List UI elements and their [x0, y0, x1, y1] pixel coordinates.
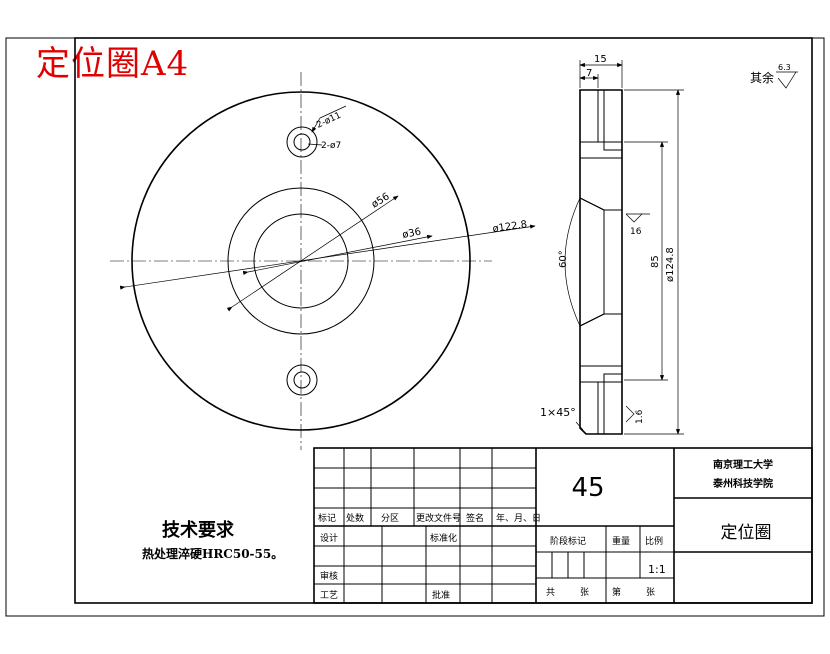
roughness-note: 其余 6.3 — [750, 63, 798, 89]
hdr-count: 处数 — [346, 512, 364, 524]
taper-bottom — [579, 313, 605, 327]
row-approve: 批准 — [432, 589, 450, 601]
roughness-note-symbol — [777, 71, 797, 89]
label-chamfer: 1×45° — [540, 406, 576, 419]
ratio-label: 比例 — [645, 535, 663, 547]
school-line2: 泰州科技学院 — [712, 477, 773, 490]
hdr-change-doc: 更改文件号 — [416, 512, 461, 524]
top-hole-inner — [293, 133, 311, 151]
material-value: 45 — [571, 473, 604, 503]
angle-arc — [564, 197, 581, 327]
row-process: 工艺 — [320, 590, 338, 601]
front-view: 2-ø11 2-ø7 ø56 ø36 ø122.8 — [110, 72, 536, 450]
leader-hole-7 — [307, 143, 323, 146]
label-124: ø124.8 — [665, 247, 676, 282]
roughness-symbol-16 — [625, 213, 643, 223]
hdr-zone: 分区 — [381, 513, 399, 524]
hatch-upper-mid — [579, 157, 623, 211]
row-review: 审核 — [320, 570, 338, 582]
label-85: 85 — [650, 255, 661, 268]
hdr-date: 年、月、日 — [496, 512, 541, 524]
row-design: 设计 — [320, 532, 338, 544]
total-label: 共 — [546, 587, 555, 598]
weight-label: 重量 — [612, 535, 630, 547]
hatch-bottom-right — [603, 373, 623, 435]
sheets-label: 张 — [580, 587, 589, 598]
label-dia-122: ø122.8 — [492, 219, 528, 235]
tech-req-line1: 热处理淬硬HRC50-55。 — [142, 546, 283, 561]
hatch-bottom-left — [579, 381, 599, 435]
hatch-top-left — [579, 89, 599, 143]
outer-border — [5, 37, 825, 617]
leader-hole-11b — [319, 105, 347, 119]
hatch-top-right — [603, 89, 623, 151]
label-angle: 60° — [558, 250, 569, 268]
row-std: 标准化 — [430, 532, 457, 544]
dim-line-122 — [119, 224, 536, 290]
hdr-mark: 标记 — [318, 512, 336, 524]
dim-line-36 — [242, 234, 433, 276]
page-sheet-label: 张 — [646, 587, 655, 598]
chamfer-leader — [575, 421, 584, 431]
hdr-sign: 签名 — [466, 512, 484, 524]
tech-req-title: 技术要求 — [162, 519, 235, 541]
roughness-note-label: 其余 — [750, 70, 774, 85]
bottom-hole-inner — [293, 371, 311, 389]
label-15: 15 — [594, 54, 607, 65]
bottom-hole-outer — [286, 364, 318, 396]
title-block: 标记 处数 分区 更改文件号 签名 年、月、日 设计 标准化 审核 工艺 批准 … — [313, 447, 813, 604]
top-hole-outer — [286, 126, 318, 158]
roughness-note-value: 6.3 — [778, 63, 791, 72]
label-7: 7 — [586, 68, 592, 79]
part-name: 定位圈 — [721, 523, 772, 543]
leader-hole-11 — [311, 117, 321, 133]
page-label: 第 — [612, 586, 621, 598]
hatch-lower-mid — [579, 313, 623, 367]
taper-top — [579, 197, 605, 211]
scale-value: 1:1 — [648, 563, 666, 576]
sheet-label: 定位圈A4 — [36, 44, 190, 84]
label-roughness-bottom: 1.6 — [635, 409, 645, 424]
label-roughness-16: 16 — [630, 227, 642, 237]
roughness-symbol-bottom — [625, 405, 635, 423]
section-view: 60° 15 7 85 ø124.8 16 1.6 — [540, 54, 684, 435]
label-hole-7: 2-ø7 — [321, 141, 341, 151]
stage-mark-label: 阶段标记 — [550, 535, 586, 547]
school-line1: 南京理工大学 — [713, 458, 773, 471]
